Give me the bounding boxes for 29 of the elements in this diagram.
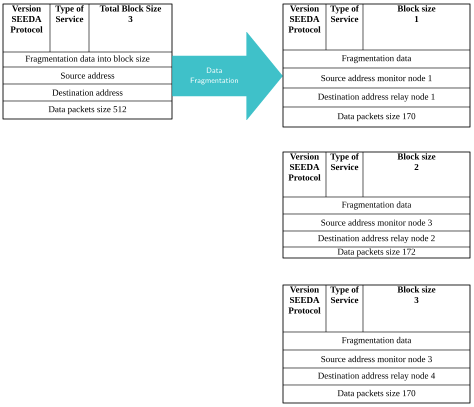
table-cell: Data packets size 170 [282,384,470,404]
table-cell: Destination address [2,84,172,102]
table-cell: Destination address relay node 1 [282,88,470,108]
table-cell: Block size 2 [362,152,470,198]
table-cell: Fragmentation data [282,332,470,350]
table-cell: Version SEEDA Protocol [2,4,50,52]
block-arrow [172,32,283,120]
table-cell: Source address monitor node 1 [282,68,470,88]
table-cell: Data packets size 512 [2,100,172,120]
table-cell: Type of Service [326,4,364,50]
table-cell: Source address [2,66,172,84]
table-cell: Fragmentation data [282,50,470,68]
table-cell: Type of Service [326,284,364,332]
table-cell: Source address monitor node 3 [282,214,470,232]
table-cell: Destination address relay node 4 [282,368,470,386]
table-cell: Source address monitor node 3 [282,350,470,368]
table-cell: Version SEEDA Protocol [282,284,326,332]
table-cell: Fragmentation data [282,196,470,214]
table-cell: Type of Service [50,4,90,52]
table-cell: Destination address relay node 2 [282,230,470,248]
table-cell: Data packets size 170 [282,106,470,128]
table-cell: Fragmentation data into block size [2,52,172,68]
table-cell: Total Block Size 3 [88,4,172,52]
table-cell: Version SEEDA Protocol [282,4,326,50]
table-cell: Data packets size 172 [282,246,470,258]
table-cell: Block size 1 [362,4,470,50]
table-cell: Version SEEDA Protocol [282,152,326,198]
table-cell: Block size 3 [362,284,470,332]
table-cell: Type of Service [326,152,364,198]
